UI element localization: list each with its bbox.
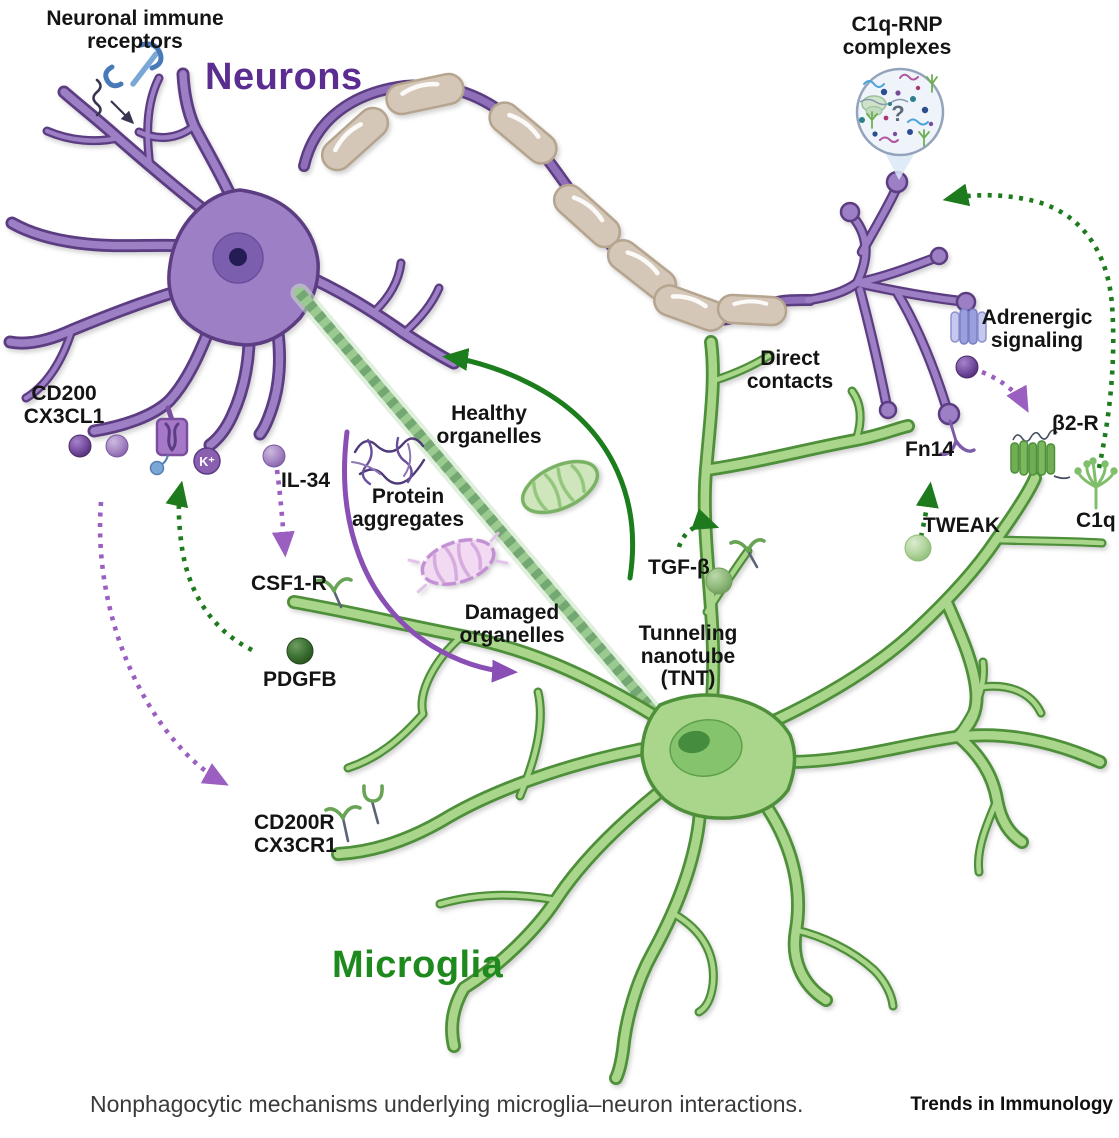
cd200-signal-arrow <box>97 501 229 786</box>
microglia-cell <box>294 342 1102 1078</box>
myelin-segment <box>385 72 465 116</box>
norepinephrine-molecule <box>955 355 979 379</box>
damaged-mitochondrion-icon <box>407 531 509 594</box>
label-adrenergic-signaling: Adrenergic signaling <box>981 306 1093 352</box>
label-healthy-organelles: Healthy organelles <box>436 402 542 448</box>
myelin-segment <box>320 106 390 172</box>
c1q-molecule-icon <box>1074 457 1118 510</box>
il34-molecule <box>262 444 286 468</box>
adrenergic-channel-icon <box>950 308 987 345</box>
label-neuronal-immune-receptors: Neuronal immune receptors <box>46 7 224 53</box>
potassium-channel-icon <box>149 405 189 476</box>
label-tunneling-nanotube: Tunneling nanotube (TNT) <box>638 622 738 691</box>
rnp-dot-particles <box>859 85 934 137</box>
label-il34: IL-34 <box>281 469 331 492</box>
il34-signal-arrow <box>271 469 295 558</box>
tunneling-nanotube <box>290 283 667 726</box>
label-cd200r-cx3cr1: CD200R CX3CR1 <box>254 811 337 857</box>
label-microglia-title: Microglia <box>332 944 504 986</box>
neuronal-immune-receptor-icon <box>103 41 164 89</box>
neuron-cell <box>10 71 977 445</box>
potassium-ion: K⁺ <box>193 447 221 475</box>
cx3cr1-receptor-icon <box>362 784 384 825</box>
journal-name: Trends in Immunology <box>910 1094 1113 1115</box>
fn14-receptor-icon <box>939 419 976 457</box>
axon-terminal-boutons <box>839 170 977 426</box>
myelin-sheath <box>320 72 788 332</box>
figure-caption: Nonphagocytic mechanisms underlying micr… <box>90 1091 804 1117</box>
norepinephrine-signal-arrow <box>981 369 1029 413</box>
tgfb-receptor-icon <box>729 538 766 569</box>
label-cd200-cx3cl1: CD200 CX3CL1 <box>23 382 105 428</box>
unknown-content-marker: ? <box>891 101 904 126</box>
myelin-segment <box>488 101 558 165</box>
myelin-segment <box>716 293 788 327</box>
ribosome-subunit <box>865 106 883 116</box>
microglia-nucleolus <box>678 730 710 754</box>
tgfb-molecule <box>705 567 733 595</box>
cd200r-receptor-icon <box>324 805 362 843</box>
receptor-pointer-arrow <box>110 100 135 125</box>
protein-aggregate-icon <box>351 436 426 486</box>
label-tgf-beta: TGF-β <box>648 556 710 579</box>
mini-c1q-icons <box>866 74 938 147</box>
label-damaged-organelles: Damaged organelles <box>459 601 565 647</box>
mrna-strand-icon <box>859 98 909 106</box>
label-beta2-r: β2-R <box>1052 412 1099 435</box>
c1q-signal-arrow <box>942 183 1116 469</box>
tgfb-signal-arrow <box>676 508 720 548</box>
magnifier-cone <box>884 151 916 180</box>
label-protein-aggregates: Protein aggregates <box>351 485 465 531</box>
healthy-organelle-arrow <box>442 348 636 581</box>
neuron-nucleolus <box>229 248 247 266</box>
pdgfb-signal-arrow <box>165 480 254 653</box>
label-fn14: Fn14 <box>905 438 955 461</box>
damaged-organelle-arrow <box>342 429 518 683</box>
mrna-squiggle-icon <box>92 78 102 117</box>
healthy-mitochondrion-icon <box>520 459 600 515</box>
csf1r-receptor-icon <box>315 577 353 609</box>
cx3cl1-molecule <box>105 434 129 458</box>
beta2-adrenergic-receptor-icon <box>1010 429 1071 480</box>
label-c1q-rnp-complexes: C1q-RNP complexes <box>842 13 952 59</box>
label-neurons-title: Neurons <box>205 56 363 98</box>
label-pdgfb: PDGFB <box>263 668 337 691</box>
potassium-ion-label: K⁺ <box>199 455 215 469</box>
c1q-rnp-magnifier: ? <box>855 67 945 180</box>
label-direct-contacts: Direct contacts <box>746 347 834 393</box>
label-csf1r: CSF1-R <box>251 572 327 595</box>
label-tweak: TWEAK <box>923 514 1000 537</box>
label-c1q: C1q <box>1076 509 1116 532</box>
magnifier-lens <box>855 67 945 157</box>
pdgfb-molecule <box>286 637 314 665</box>
tweak-molecule <box>904 534 932 562</box>
rna-squiggle-icons <box>863 73 929 143</box>
cd200-molecule <box>68 434 92 458</box>
